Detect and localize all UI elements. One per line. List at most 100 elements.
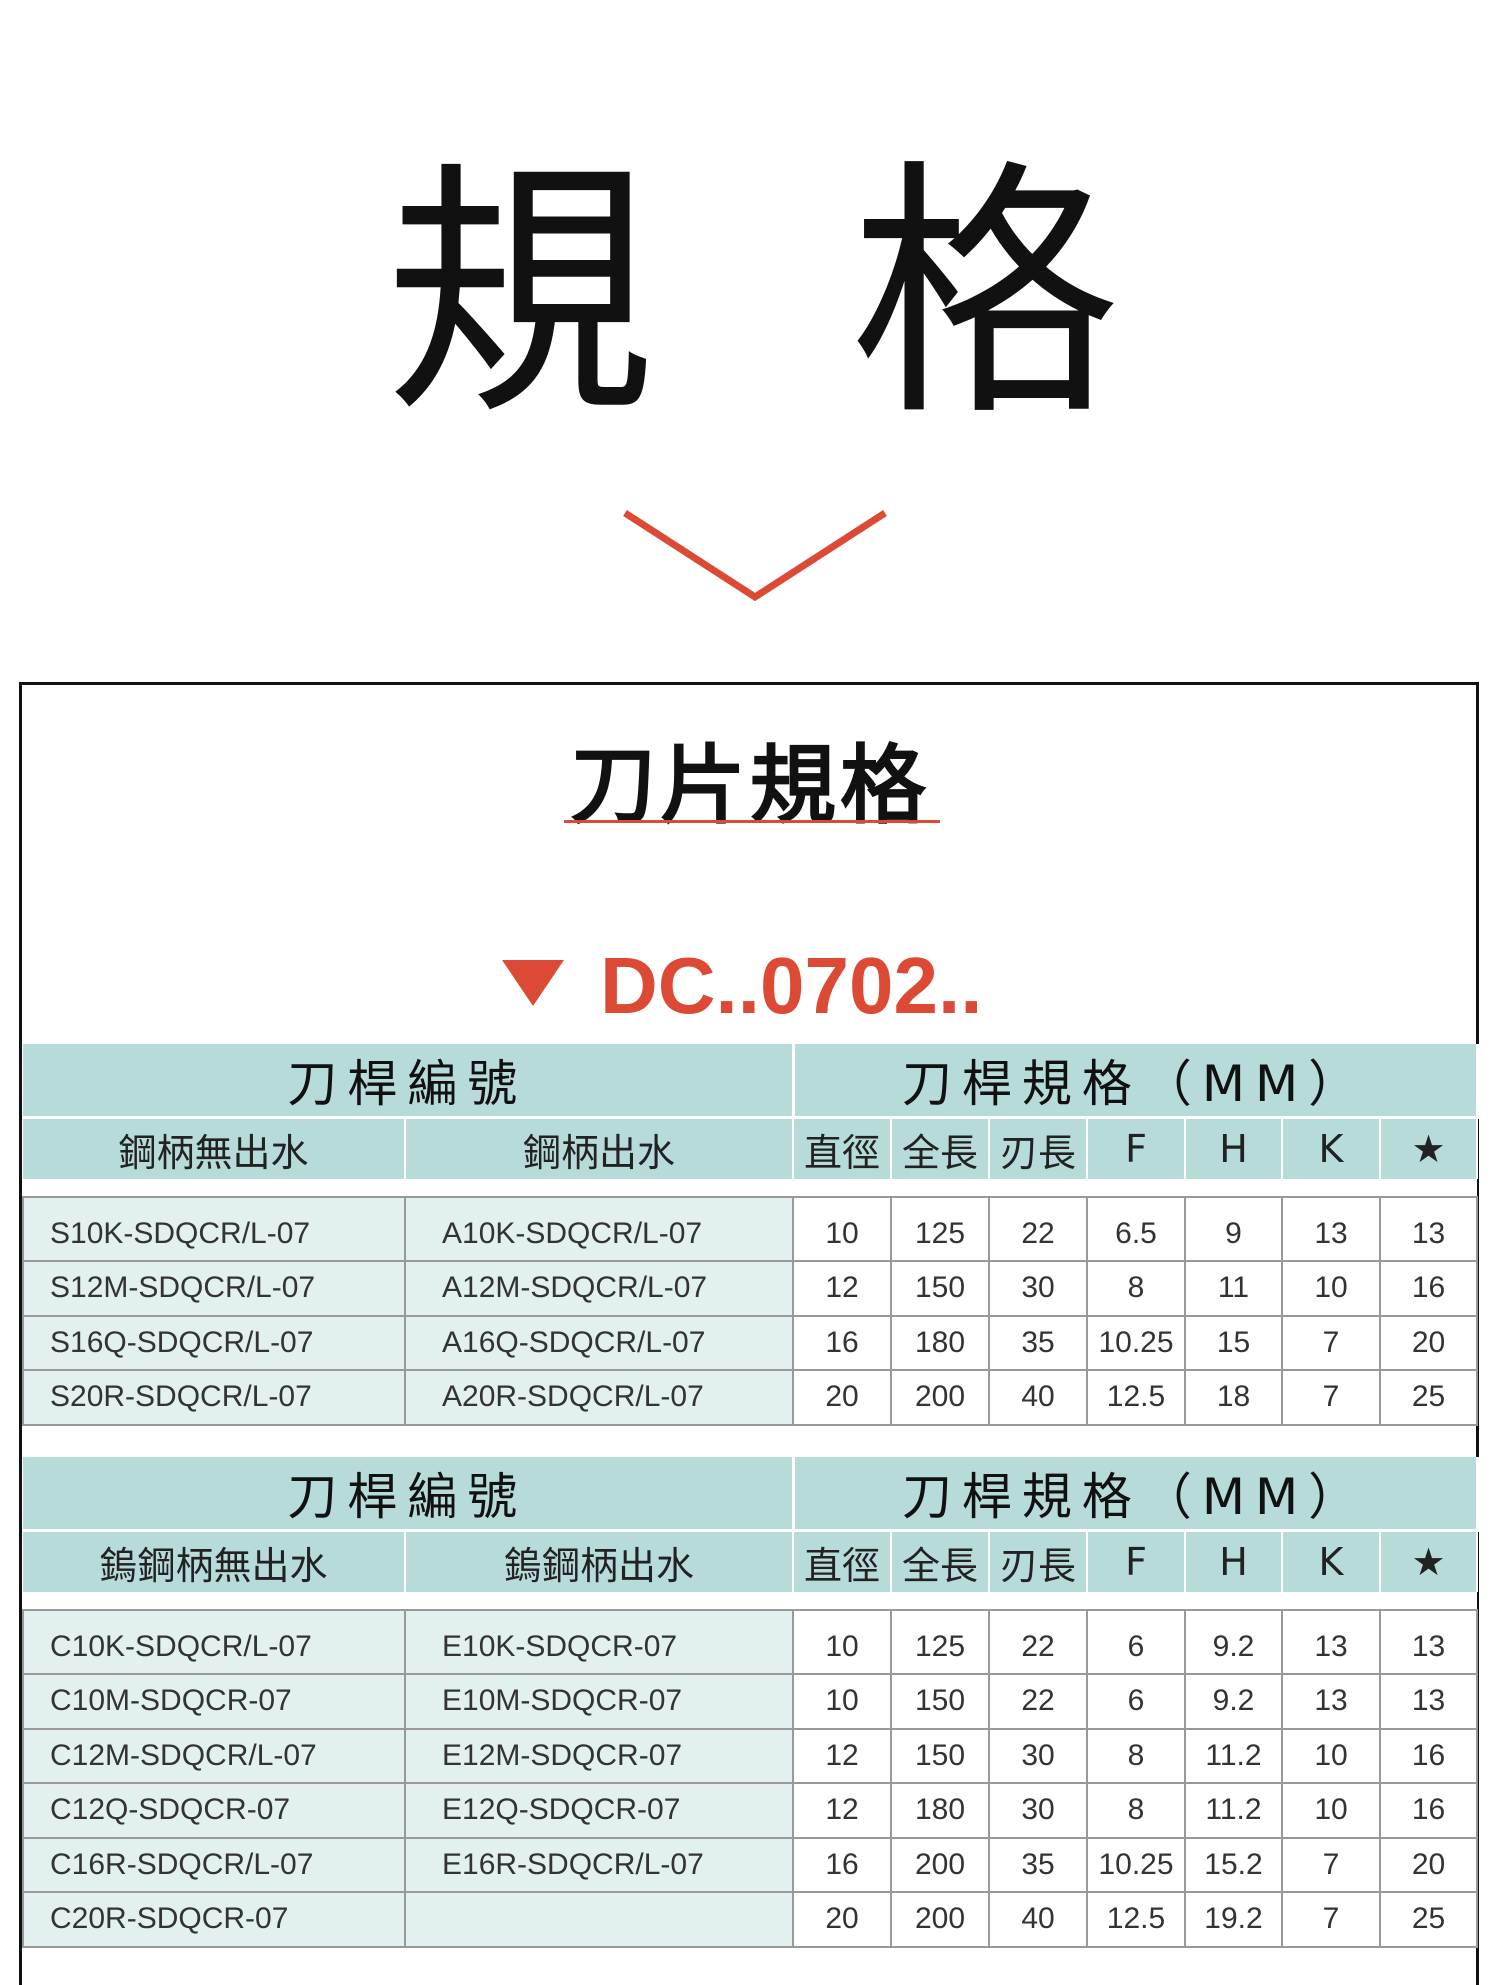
chevron-down-icon xyxy=(623,510,887,602)
group-header-row: 刀桿編號刀桿規格（MM） xyxy=(23,1044,1479,1119)
spec-value-cell: 15.2 xyxy=(1184,1836,1283,1893)
group-header-code: 刀桿編號 xyxy=(23,1044,795,1119)
spec-value-cell: 8 xyxy=(1086,1782,1186,1839)
spec-value-cell: 13 xyxy=(1281,1673,1381,1730)
group-header-code: 刀桿編號 xyxy=(23,1457,795,1532)
spec-value-cell: 10 xyxy=(1281,1727,1381,1784)
spec-value-cell: 35 xyxy=(988,1836,1088,1893)
spec-value-cell: 125 xyxy=(890,1609,990,1675)
part-number-cell: C20R-SDQCR-07 xyxy=(22,1891,406,1948)
column-header: 刃長 xyxy=(989,1117,1088,1179)
part-number-cell: A16Q-SDQCR/L-07 xyxy=(404,1314,794,1371)
heading-char-2: 格 xyxy=(850,137,1120,452)
spec-value-cell: 10 xyxy=(792,1196,892,1262)
column-header: 刃長 xyxy=(989,1530,1088,1592)
spec-value-cell: 8 xyxy=(1086,1260,1186,1317)
spec-value-cell: 12.5 xyxy=(1086,1891,1186,1948)
spec-value-cell: 200 xyxy=(890,1891,990,1948)
model-code: DC..0702.. xyxy=(600,941,983,1030)
spec-value-cell: 11.2 xyxy=(1184,1727,1283,1784)
spec-value-cell: 13 xyxy=(1378,1196,1479,1262)
column-header: 全長 xyxy=(891,1530,990,1592)
spec-value-cell: 6 xyxy=(1086,1673,1186,1730)
gap-cell xyxy=(23,1179,1478,1197)
spec-value-cell: 8 xyxy=(1086,1727,1186,1784)
column-header: 直徑 xyxy=(793,1117,892,1179)
spec-value-cell: 6.5 xyxy=(1086,1196,1186,1262)
spec-value-cell: 180 xyxy=(890,1782,990,1839)
spec-value-cell: 16 xyxy=(1378,1260,1479,1317)
spec-value-cell: 9 xyxy=(1184,1196,1283,1262)
column-header: 鎢鋼柄無出水 xyxy=(23,1530,406,1592)
spec-value-cell: 20 xyxy=(792,1369,892,1426)
spec-value-cell: 11 xyxy=(1184,1260,1283,1317)
part-number-cell: E12M-SDQCR-07 xyxy=(404,1727,794,1784)
column-header: 鋼柄無出水 xyxy=(23,1117,406,1179)
spec-value-cell: 40 xyxy=(988,1891,1088,1948)
part-number-cell: C10M-SDQCR-07 xyxy=(22,1673,406,1730)
spec-value-cell: 13 xyxy=(1281,1609,1381,1675)
column-header: H xyxy=(1185,1117,1283,1179)
part-number-cell: C12Q-SDQCR-07 xyxy=(22,1782,406,1839)
triangle-down-icon xyxy=(502,960,564,1006)
spec-value-cell: 150 xyxy=(890,1260,990,1317)
spec-value-cell: 15 xyxy=(1184,1314,1283,1371)
part-number-cell: A10K-SDQCR/L-07 xyxy=(404,1196,794,1262)
spec-value-cell: 16 xyxy=(1378,1727,1479,1784)
spec-value-cell: 11.2 xyxy=(1184,1782,1283,1839)
spec-value-cell: 25 xyxy=(1378,1369,1479,1426)
part-number-cell: E10K-SDQCR-07 xyxy=(404,1609,794,1675)
spec-value-cell: 180 xyxy=(890,1314,990,1371)
spec-value-cell: 16 xyxy=(1378,1782,1479,1839)
spec-value-cell: 10 xyxy=(792,1609,892,1675)
column-header: K xyxy=(1282,1530,1381,1592)
spec-value-cell: 7 xyxy=(1281,1369,1381,1426)
spec-value-cell: 25 xyxy=(1378,1891,1479,1948)
group-header-spec: 刀桿規格（MM） xyxy=(793,1457,1479,1532)
spec-value-cell: 200 xyxy=(890,1836,990,1893)
spec-value-cell: 150 xyxy=(890,1727,990,1784)
spec-value-cell: 19.2 xyxy=(1184,1891,1283,1948)
header-gap xyxy=(23,1179,1478,1197)
column-header: 鋼柄出水 xyxy=(405,1117,794,1179)
spec-value-cell: 35 xyxy=(988,1314,1088,1371)
spec-value-cell: 30 xyxy=(988,1782,1088,1839)
part-number-cell xyxy=(404,1891,794,1948)
spec-value-cell: 20 xyxy=(1378,1836,1479,1893)
part-number-cell: A12M-SDQCR/L-07 xyxy=(404,1260,794,1317)
part-number-cell: A20R-SDQCR/L-07 xyxy=(404,1369,794,1426)
part-number-cell: S16Q-SDQCR/L-07 xyxy=(22,1314,406,1371)
part-number-cell: S10K-SDQCR/L-07 xyxy=(22,1196,406,1262)
column-header: F xyxy=(1087,1117,1186,1179)
group-header-spec: 刀桿規格（MM） xyxy=(793,1044,1479,1119)
spec-value-cell: 30 xyxy=(988,1727,1088,1784)
part-number-cell: C10K-SDQCR/L-07 xyxy=(22,1609,406,1675)
spec-value-cell: 9.2 xyxy=(1184,1609,1283,1675)
spec-value-cell: 30 xyxy=(988,1260,1088,1317)
spec-panel xyxy=(19,682,1479,1985)
spec-value-cell: 13 xyxy=(1378,1673,1479,1730)
column-header: H xyxy=(1185,1530,1283,1592)
column-header: K xyxy=(1282,1117,1381,1179)
star-icon: ★ xyxy=(1380,1530,1479,1592)
part-number-cell: S12M-SDQCR/L-07 xyxy=(22,1260,406,1317)
spec-value-cell: 10 xyxy=(1281,1782,1381,1839)
spec-value-cell: 12 xyxy=(792,1782,892,1839)
spec-value-cell: 10.25 xyxy=(1086,1836,1186,1893)
spec-value-cell: 13 xyxy=(1281,1196,1381,1262)
spec-value-cell: 40 xyxy=(988,1369,1088,1426)
spec-value-cell: 7 xyxy=(1281,1891,1381,1948)
spec-value-cell: 22 xyxy=(988,1196,1088,1262)
spec-value-cell: 7 xyxy=(1281,1836,1381,1893)
